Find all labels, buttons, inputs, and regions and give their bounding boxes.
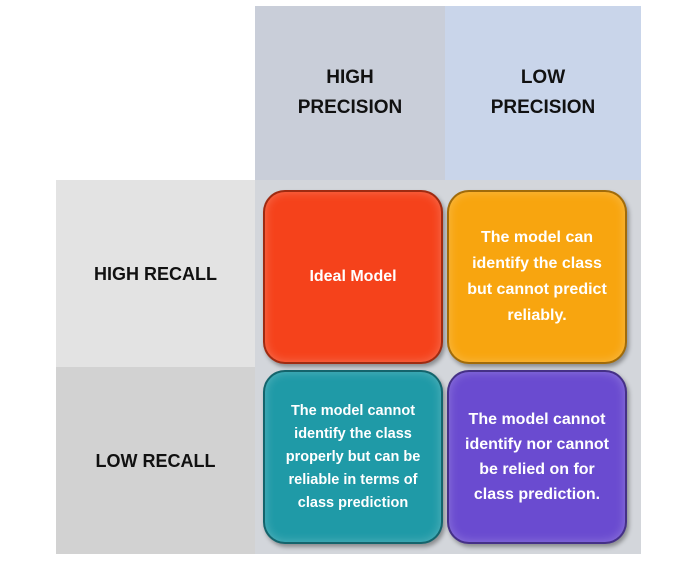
column-label-high-precision: HIGH PRECISION — [297, 67, 403, 118]
quadrant-low-recall-low-precision: The model cannot identify nor cannot be … — [447, 370, 627, 544]
quadrant-text: Ideal Model — [309, 268, 397, 285]
quadrant-ideal-model: Ideal Model — [263, 190, 443, 364]
quadrant-high-recall-low-precision: The model can identify the class but can… — [447, 190, 627, 364]
row-label-low-recall: LOW RECALL — [95, 450, 216, 471]
quadrant-text: The model cannot identify the class prop… — [285, 402, 421, 511]
row-label-high-recall: HIGH RECALL — [94, 263, 217, 284]
column-header-low-precision: LOW PRECISION — [445, 6, 641, 180]
quadrant-low-recall-high-precision: The model cannot identify the class prop… — [263, 370, 443, 544]
column-label-low-precision: LOW PRECISION — [490, 67, 596, 118]
row-header-low-recall: LOW RECALL — [56, 367, 255, 554]
quadrant-text: The model cannot identify nor cannot be … — [465, 411, 609, 503]
row-header-high-recall: HIGH RECALL — [56, 180, 255, 367]
quadrant-text: The model can identify the class but can… — [467, 229, 607, 324]
column-header-high-precision: HIGH PRECISION — [255, 6, 445, 180]
